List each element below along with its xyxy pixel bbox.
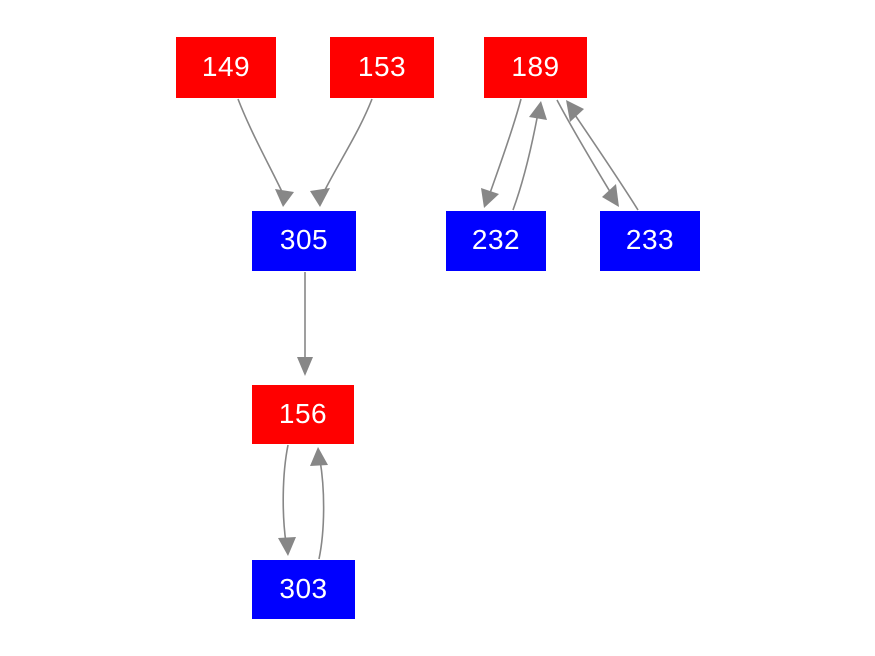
edge-153-to-305 bbox=[310, 98, 373, 207]
edge-156-to-303 bbox=[278, 444, 296, 556]
arrowhead-icon bbox=[297, 357, 313, 376]
edge-305-to-156 bbox=[297, 272, 313, 376]
arrowhead-icon bbox=[481, 188, 499, 208]
graph-node-149[interactable]: 149 bbox=[176, 37, 276, 98]
arrowhead-icon bbox=[278, 537, 296, 556]
edge-line bbox=[572, 111, 639, 211]
edge-line bbox=[512, 112, 539, 211]
graph-node-label: 153 bbox=[357, 50, 407, 82]
graph-node-label: 189 bbox=[511, 50, 560, 82]
edge-line bbox=[318, 459, 325, 560]
arrowhead-icon bbox=[602, 184, 619, 207]
graph-node-305[interactable]: 305 bbox=[252, 211, 356, 271]
graph-node-label: 156 bbox=[278, 397, 328, 429]
graph-node-153[interactable]: 153 bbox=[330, 37, 434, 98]
arrowhead-icon bbox=[275, 189, 294, 207]
edge-line bbox=[488, 98, 522, 197]
edge-line bbox=[282, 444, 289, 544]
graph-node-232[interactable]: 232 bbox=[446, 211, 546, 271]
edge-189-to-233 bbox=[556, 99, 619, 207]
graph-node-303[interactable]: 303 bbox=[252, 560, 355, 619]
graph-node-156[interactable]: 156 bbox=[252, 385, 354, 444]
arrowhead-icon bbox=[566, 100, 584, 122]
edge-line bbox=[321, 98, 373, 197]
edge-189-to-232 bbox=[481, 98, 522, 208]
arrowhead-icon bbox=[529, 101, 547, 120]
graph-node-233[interactable]: 233 bbox=[600, 211, 700, 271]
graph-node-189[interactable]: 189 bbox=[484, 37, 587, 98]
edge-line bbox=[237, 98, 285, 197]
edge-line bbox=[556, 99, 613, 196]
arrowhead-icon bbox=[310, 447, 328, 466]
arrowhead-icon bbox=[310, 188, 330, 207]
edge-232-to-189 bbox=[512, 101, 547, 211]
edge-233-to-189 bbox=[566, 100, 639, 211]
edge-303-to-156 bbox=[310, 447, 328, 560]
graph-node-label: 149 bbox=[201, 50, 251, 82]
graph-node-label: 232 bbox=[471, 224, 521, 255]
graph-node-label: 233 bbox=[625, 224, 675, 255]
graph-node-label: 303 bbox=[279, 572, 328, 604]
edge-149-to-305 bbox=[237, 98, 294, 207]
graph-node-label: 305 bbox=[279, 224, 329, 255]
